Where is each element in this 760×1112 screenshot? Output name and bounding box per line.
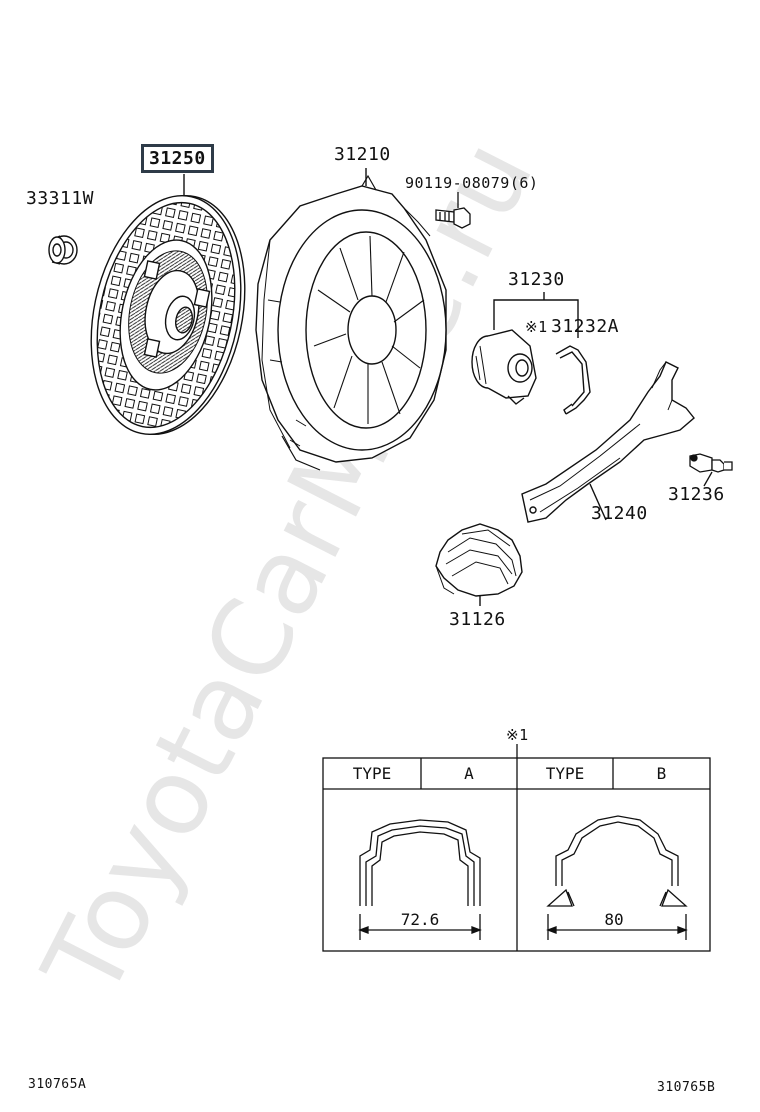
type-b-label: TYPE xyxy=(545,764,585,783)
type-a-dimension: 72.6 xyxy=(370,912,470,928)
bolt-icon xyxy=(435,192,471,229)
type-b-value: B xyxy=(656,764,667,783)
type-a-value: A xyxy=(464,764,474,783)
part-label-90119-08079[interactable]: 90119-08079(6) xyxy=(405,174,539,192)
figure-code-left: 310765A xyxy=(28,1077,87,1092)
release-fork-icon xyxy=(521,361,695,523)
type-b-dimension: 80 xyxy=(592,912,636,928)
part-label-33311w[interactable]: 33311W xyxy=(26,188,95,209)
clip-type-table xyxy=(322,744,711,952)
pilot-bearing-icon xyxy=(48,235,78,265)
boot-icon xyxy=(435,523,523,606)
part-label-31230[interactable]: 31230 xyxy=(508,269,565,290)
table-reference-mark: ※1 xyxy=(506,726,529,744)
part-label-31126[interactable]: 31126 xyxy=(449,609,506,630)
clip-reference-mark: ※1 xyxy=(525,318,548,336)
clutch-disc-icon xyxy=(90,174,246,435)
clip-type-b-icon xyxy=(546,815,688,940)
pivot-icon xyxy=(689,453,733,487)
part-label-31232a[interactable]: 31232A xyxy=(551,316,620,337)
part-label-31250[interactable]: 31250 xyxy=(141,144,214,173)
figure-code-right: 310765B xyxy=(657,1080,716,1095)
part-label-31236[interactable]: 31236 xyxy=(668,484,725,505)
type-a-label: TYPE xyxy=(352,764,392,783)
clip-icon xyxy=(555,345,591,415)
clutch-cover-icon xyxy=(255,168,447,471)
part-label-31240[interactable]: 31240 xyxy=(591,503,648,524)
clip-type-a-icon xyxy=(358,819,482,940)
part-label-31210[interactable]: 31210 xyxy=(334,144,391,165)
release-bearing-icon xyxy=(471,292,579,405)
